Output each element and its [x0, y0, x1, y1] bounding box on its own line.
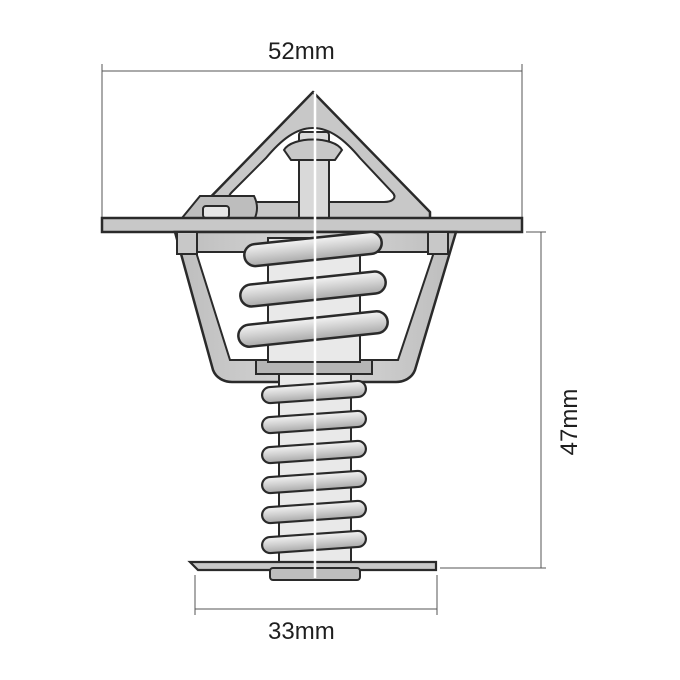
bottom-plate [187, 560, 438, 572]
bottom-flange [187, 560, 438, 581]
dimension-lines [101, 64, 546, 615]
upper-spring [237, 230, 389, 348]
main-flange [100, 216, 524, 234]
height-label: 47mm [556, 388, 583, 456]
jiggle-valve-head [202, 205, 230, 219]
pin-top-cap [282, 138, 344, 161]
body-top-notch-left [176, 231, 198, 255]
top-width-label: 52mm [268, 38, 335, 65]
top-bridge [194, 90, 432, 225]
body-top-notch-right [427, 231, 449, 255]
bottom-width-label: 33mm [268, 618, 335, 645]
